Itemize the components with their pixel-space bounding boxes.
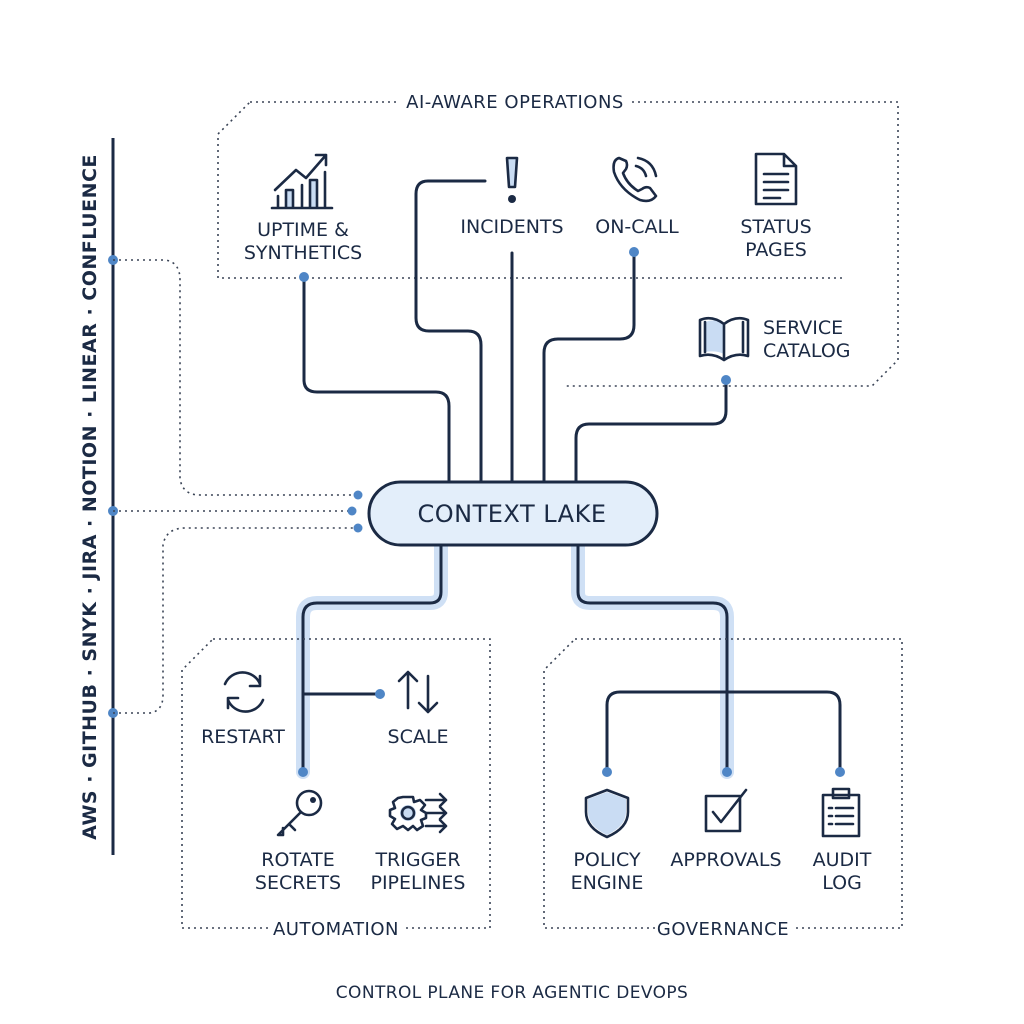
checkbox-icon: [704, 788, 748, 833]
rotate-secrets-item[interactable]: ROTATE SECRETS: [255, 789, 341, 894]
oncall-wire: [542, 250, 636, 484]
operations-group-frame: [217, 101, 899, 387]
scale-label: SCALE: [388, 726, 449, 748]
status-pages-item[interactable]: STATUS PAGES: [740, 152, 812, 261]
uptime-item[interactable]: UPTIME & SYNTHETICS: [244, 153, 362, 264]
audit-log-item[interactable]: AUDIT LOG: [813, 787, 872, 894]
policy-engine-label-line2: ENGINE: [571, 872, 644, 894]
incidents-label: INCIDENTS: [460, 216, 563, 238]
core-port: [347, 506, 357, 516]
policy-node: [602, 767, 612, 777]
highlight-path: [571, 538, 734, 779]
governance-group-title: GOVERNANCE: [657, 919, 789, 940]
operations-group-title: AI-AWARE OPERATIONS: [406, 92, 624, 113]
rail-connector: [113, 259, 358, 496]
scale-node: [375, 689, 385, 699]
integrations-label: AWS · GITHUB · SNYK · JIRA · NOTION · LI…: [79, 154, 101, 840]
approvals-item[interactable]: APPROVALS: [670, 788, 782, 871]
approvals-node: [722, 767, 732, 777]
incidents-item[interactable]: INCIDENTS: [460, 156, 564, 238]
alert-icon: [505, 156, 519, 203]
service-catalog-item[interactable]: SERVICE CATALOG: [698, 316, 851, 362]
restart-label: RESTART: [201, 726, 285, 748]
governance-wire: [576, 543, 729, 774]
catalog-node: [721, 375, 731, 385]
trigger-pipelines-label-line2: PIPELINES: [371, 872, 466, 894]
automation-group-frame: [181, 638, 491, 929]
phone-icon: [612, 156, 658, 203]
policy-engine-label-line1: POLICY: [573, 849, 641, 871]
scale-icon: [397, 670, 439, 714]
restart-item[interactable]: RESTART: [201, 671, 285, 748]
rail-connector: [113, 527, 358, 714]
audit-node: [835, 767, 845, 777]
book-icon: [698, 316, 750, 362]
shield-icon: [584, 788, 630, 839]
core-port: [353, 523, 363, 533]
service-catalog-label-line1: SERVICE: [763, 317, 843, 339]
uptime-node: [299, 272, 309, 282]
uptime-label-line1: UPTIME &: [257, 219, 349, 241]
chart-icon: [270, 153, 334, 210]
scale-item[interactable]: SCALE: [388, 670, 449, 748]
automation-group-title: AUTOMATION: [273, 919, 399, 940]
governance-branch-wire: [605, 690, 842, 774]
trigger-pipelines-item[interactable]: TRIGGER PIPELINES: [371, 792, 466, 894]
diagram-caption: CONTROL PLANE FOR AGENTIC DEVOPS: [336, 983, 688, 1003]
oncall-label: ON-CALL: [595, 216, 679, 238]
status-pages-label-line1: STATUS: [740, 216, 811, 238]
restart-icon: [223, 671, 265, 713]
rotate-secrets-label-line2: SECRETS: [255, 872, 341, 894]
context-lake-label: CONTEXT LAKE: [418, 500, 607, 528]
document-icon: [754, 152, 798, 206]
rotate-secrets-label-line1: ROTATE: [261, 849, 334, 871]
key-icon: [276, 789, 323, 837]
service-catalog-label-line2: CATALOG: [763, 340, 851, 362]
oncall-node: [629, 247, 639, 257]
uptime-label-line2: SYNTHETICS: [244, 242, 362, 264]
context-lake-node[interactable]: [367, 480, 659, 547]
policy-engine-item[interactable]: POLICY ENGINE: [571, 788, 644, 894]
incidents-wire: [414, 179, 487, 484]
clipboard-icon: [821, 787, 861, 838]
rotate-secrets-node: [298, 767, 308, 777]
automation-wire: [301, 543, 443, 774]
audit-log-label-line2: LOG: [822, 872, 862, 894]
core-port: [353, 490, 363, 500]
audit-log-label-line1: AUDIT: [813, 849, 872, 871]
gear-arrows-icon: [388, 792, 448, 834]
trigger-pipelines-label-line1: TRIGGER: [374, 849, 460, 871]
governance-group-frame: [543, 638, 903, 929]
status-pages-label-line2: PAGES: [745, 239, 807, 261]
oncall-item[interactable]: ON-CALL: [595, 156, 679, 238]
uptime-wire: [302, 275, 451, 484]
approvals-label: APPROVALS: [670, 849, 781, 871]
catalog-wire: [574, 378, 728, 484]
